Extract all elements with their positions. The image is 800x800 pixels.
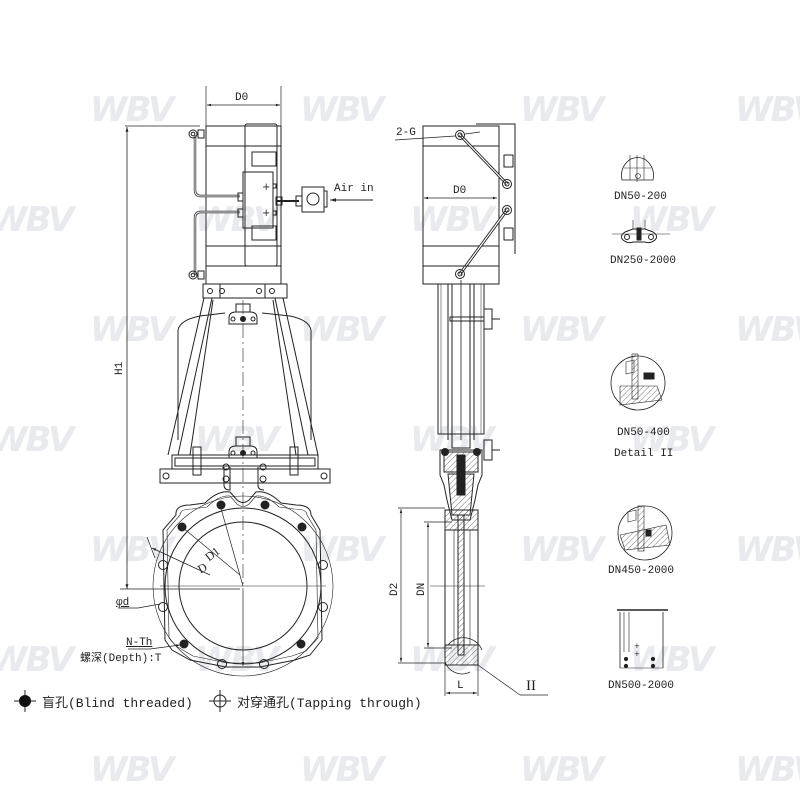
- side-view: [394, 123, 548, 696]
- detail-label: Detail II: [614, 448, 674, 460]
- air-inlet-label: Air in: [334, 183, 374, 195]
- legend-tapping-through: 对穿通孔(Tapping through): [207, 690, 422, 712]
- svg-text:+: +: [262, 208, 270, 219]
- dim-threads: N-Th: [126, 637, 153, 649]
- legend-blind-label: 盲孔(Blind threaded): [42, 695, 193, 711]
- svg-text:+: +: [262, 182, 270, 193]
- svg-text:+: +: [634, 642, 640, 650]
- detail-views: + +: [610, 155, 673, 669]
- detail-ref-ii: II: [526, 678, 536, 694]
- dim-hole-dia: φd: [116, 597, 130, 609]
- dim-dn: DN: [416, 582, 428, 596]
- dim-d0-front: D0: [235, 92, 249, 104]
- dim-2g: 2-G: [396, 127, 416, 139]
- legend-through-label: 对穿通孔(Tapping through): [237, 695, 422, 711]
- dim-h1: H1: [114, 361, 126, 375]
- svg-text:+: +: [634, 650, 640, 658]
- detail-label: DN500-2000: [608, 680, 675, 692]
- front-view: + +: [118, 86, 373, 677]
- detail-label: DN50-400: [617, 427, 670, 439]
- filled-hole-icon: [14, 690, 36, 712]
- dim-depth: 螺深(Depth):T: [80, 653, 162, 665]
- open-hole-icon: [209, 690, 231, 712]
- dim-l: L: [457, 680, 464, 692]
- detail-label: DN250-2000: [610, 255, 677, 267]
- dim-d0-side: D0: [453, 185, 467, 197]
- legend-blind-threaded: 盲孔(Blind threaded): [12, 690, 193, 712]
- detail-label: DN50-200: [614, 191, 667, 203]
- detail-label: DN450-2000: [608, 565, 675, 577]
- dim-d2: D2: [389, 582, 401, 596]
